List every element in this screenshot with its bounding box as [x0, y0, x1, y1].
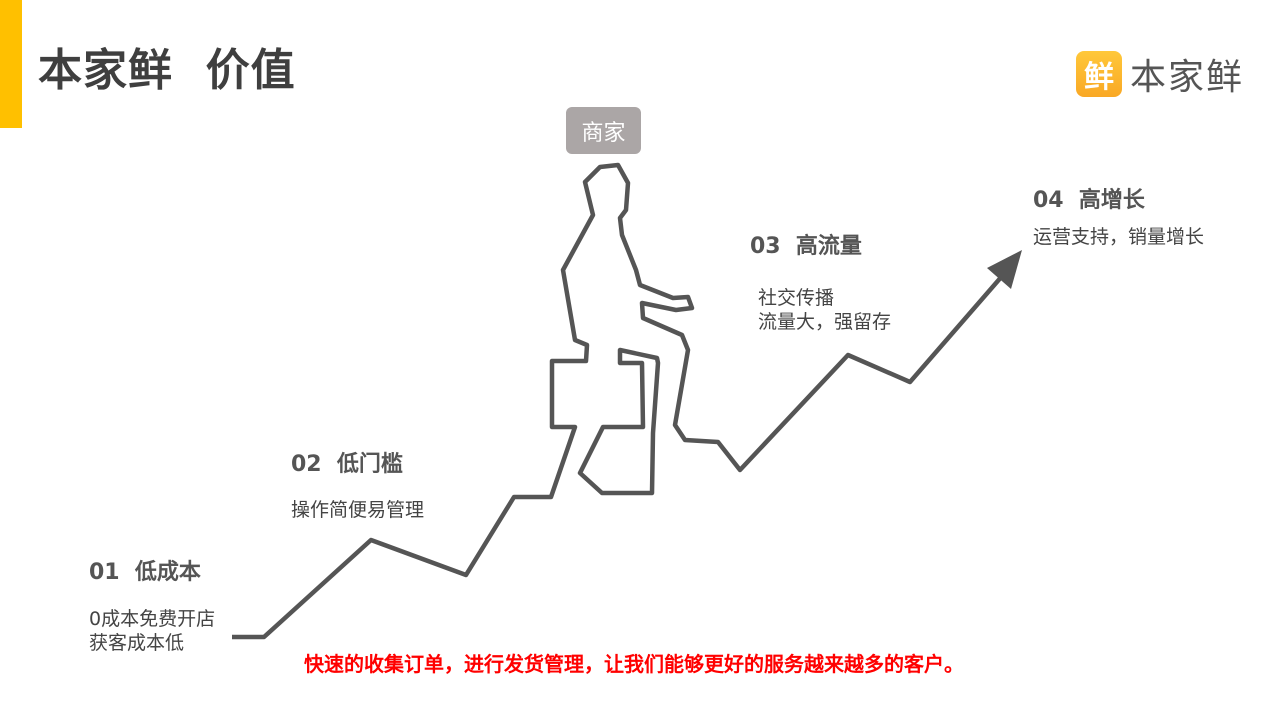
merchant-label: 商家 [566, 107, 641, 154]
step-4-description: 运营支持，销量增长 [1033, 225, 1204, 249]
step-3-line: 社交传播 [758, 287, 835, 309]
accent-bar [0, 0, 22, 128]
step-1-line: 获客成本低 [89, 632, 185, 654]
step-1-description: 0成本免费开店 获客成本低 [89, 607, 215, 655]
page-title: 本家鲜 价值 [38, 45, 296, 96]
step-2-heading: 02 低门槛 [291, 452, 403, 477]
logo-text: 本家鲜 [1130, 57, 1245, 98]
step-3-heading: 03 高流量 [750, 234, 862, 259]
step-2-line: 操作简便易管理 [291, 499, 425, 521]
logo-icon: 鲜 [1076, 51, 1122, 97]
arrowhead-icon [987, 250, 1022, 289]
step-1-heading: 01 低成本 [89, 560, 201, 585]
growth-line [232, 162, 1005, 640]
person-leg-outline [577, 347, 661, 496]
step-4-line: 运营支持，销量增长 [1033, 226, 1205, 248]
step-1-line: 0成本免费开店 [89, 608, 216, 630]
step-2-description: 操作简便易管理 [291, 498, 424, 522]
footer-statement: 快速的收集订单，进行发货管理，让我们能够更好的服务越来越多的客户。 [304, 652, 964, 676]
step-3-description: 社交传播 流量大，强留存 [758, 286, 891, 334]
step-3-line: 流量大，强留存 [758, 311, 892, 333]
brand-logo: 鲜 本家鲜 [1076, 48, 1244, 100]
step-4-heading: 04 高增长 [1033, 188, 1145, 213]
